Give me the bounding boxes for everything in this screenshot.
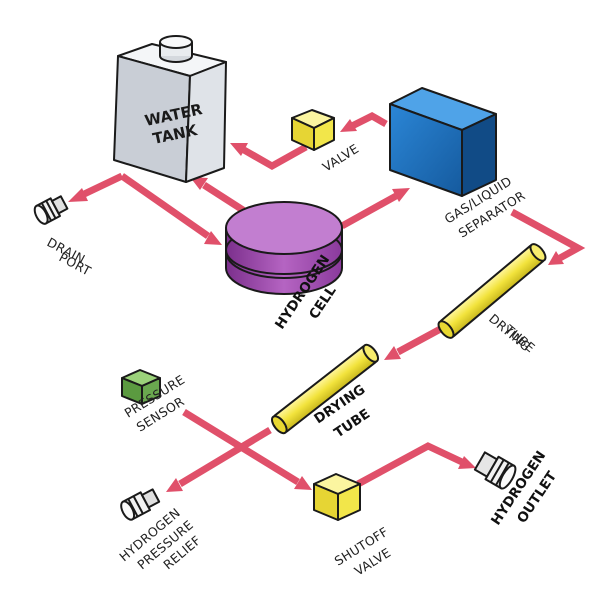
drain-port: DRAIN PORT: [33, 195, 94, 279]
arrowhead-valve: [340, 119, 357, 132]
pipe-cell-to-separator: [340, 192, 398, 230]
pipe-separator-to-tube1: [510, 208, 586, 262]
pipe-valve-to-tank: [242, 143, 308, 171]
arrowhead-shutoff: [294, 476, 312, 490]
arrowhead-cell-in: [204, 231, 222, 245]
pipe-tube2-to-relief: [178, 426, 272, 488]
drying-tube-lower: DRYING TUBE: [270, 343, 380, 441]
arrowhead-tube2: [384, 346, 401, 360]
pipe-cell-to-tank: [202, 182, 248, 215]
arrowhead-separator: [392, 188, 410, 202]
hydrogen-cell: HYDROGEN CELL: [225, 201, 343, 332]
arrowhead-outlet: [458, 456, 476, 469]
hydrogen-pressure-relief: HYDROGEN PRESSURE RELIEF: [116, 488, 204, 572]
valve-top: VALVE: [291, 109, 362, 175]
pipe-tank-to-drain: [78, 172, 124, 200]
pipe-separator-to-valve: [350, 112, 388, 130]
pipe-tube1-to-tube2: [396, 322, 448, 356]
shutoff-valve: SHUTOFF VALVE: [313, 473, 393, 579]
arrowhead-tank-valve: [230, 143, 248, 156]
arrowhead-tube1: [548, 251, 564, 265]
pipe-tank-to-cell: [119, 173, 211, 239]
drying-tube-upper: DRYING TUBE: [437, 243, 547, 355]
separator-side: [461, 113, 497, 197]
pressure-sensor: PRESSURE SENSOR: [121, 369, 187, 435]
pipe-network: [68, 112, 586, 492]
hydrogen-outlet: HYDROGEN OUTLET: [473, 448, 561, 528]
cell-top: [225, 201, 343, 255]
pipe-sensor-to-shutoff: [182, 409, 300, 485]
valve-label: VALVE: [320, 141, 362, 175]
arrowhead-drain: [68, 188, 88, 202]
arrowhead-tank-return: [190, 177, 208, 190]
tank-cap-top: [159, 35, 193, 49]
tank-right-face: [185, 61, 227, 183]
gas-liquid-separator: GAS/LIQUID SEPARATOR: [389, 87, 528, 241]
pipe-shutoff-to-outlet: [356, 442, 464, 488]
arrowhead-relief: [166, 478, 183, 492]
water-tank: WATER TANK: [113, 35, 227, 183]
